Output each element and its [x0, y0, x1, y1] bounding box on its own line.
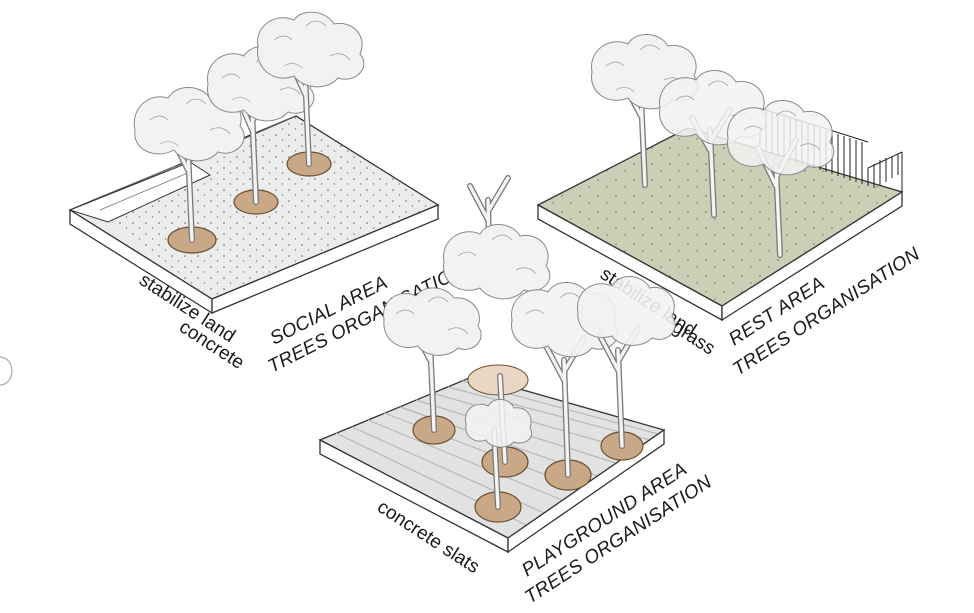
tree: [464, 399, 532, 510]
rest-side-edge: [721, 190, 903, 322]
social-path-strip: [68, 161, 212, 223]
edge-circle-fragment: [0, 356, 13, 386]
social-side-edge: [211, 204, 439, 314]
tree: [383, 287, 482, 433]
tree: [443, 175, 551, 300]
tree: [577, 276, 676, 449]
tree: [727, 100, 835, 258]
tree: [133, 87, 245, 243]
playground-side-edge: [507, 428, 665, 554]
tree: [257, 11, 365, 167]
